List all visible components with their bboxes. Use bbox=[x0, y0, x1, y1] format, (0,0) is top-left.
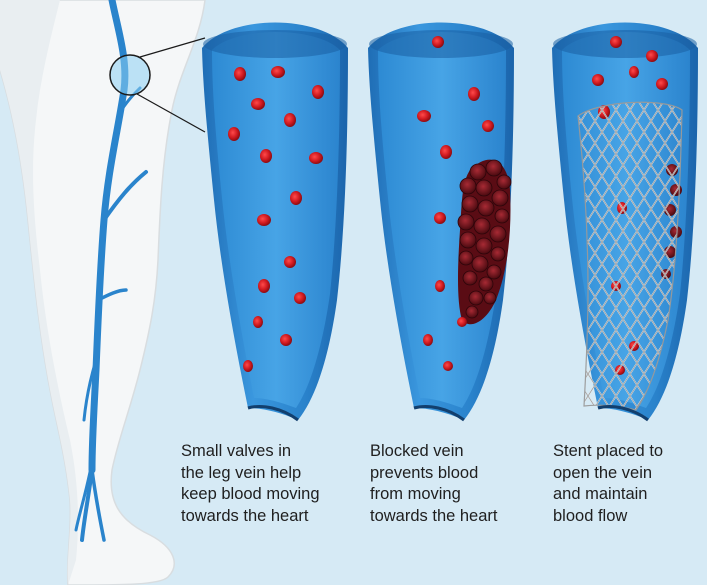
vein-panel-blocked bbox=[368, 23, 514, 421]
caption-line: Stent placed to bbox=[553, 441, 663, 463]
leg-illustration bbox=[0, 0, 205, 585]
caption-healthy-vein: Small valves in the leg vein help keep b… bbox=[181, 441, 320, 527]
magnifier-circle bbox=[110, 55, 150, 95]
caption-line: towards the heart bbox=[181, 506, 320, 528]
caption-line: prevents blood bbox=[370, 463, 498, 485]
caption-line: open the vein bbox=[553, 463, 663, 485]
caption-line: Small valves in bbox=[181, 441, 320, 463]
caption-line: Blocked vein bbox=[370, 441, 498, 463]
caption-line: the leg vein help bbox=[181, 463, 320, 485]
vein-panel-stented bbox=[552, 23, 698, 421]
vein-panel-healthy bbox=[202, 23, 348, 421]
vein-opening bbox=[203, 30, 347, 58]
vein-opening bbox=[553, 30, 697, 58]
caption-blocked-vein: Blocked vein prevents blood from moving … bbox=[370, 441, 498, 527]
caption-line: and maintain bbox=[553, 484, 663, 506]
caption-line: towards the heart bbox=[370, 506, 498, 528]
caption-line: blood flow bbox=[553, 506, 663, 528]
caption-stented-vein: Stent placed to open the vein and mainta… bbox=[553, 441, 663, 527]
caption-line: keep blood moving bbox=[181, 484, 320, 506]
caption-line: from moving bbox=[370, 484, 498, 506]
